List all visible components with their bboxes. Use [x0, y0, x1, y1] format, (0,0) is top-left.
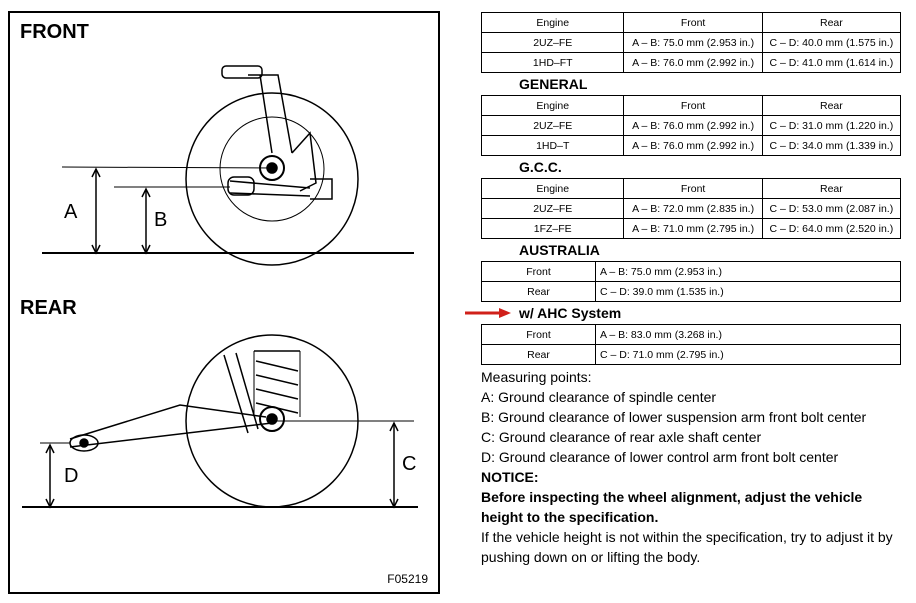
cell-rear: C – D: 34.0 mm (1.339 in.)	[761, 135, 902, 156]
table-header-row: Engine Front Rear	[480, 12, 902, 33]
measuring-point-c: C: Ground clearance of rear axle shaft c…	[481, 429, 762, 445]
general-heading: GENERAL	[519, 76, 588, 92]
cell-engine: 1HD–T	[480, 135, 625, 156]
table-row: Rear C – D: 39.0 mm (1.535 in.)	[481, 281, 901, 302]
suspension-diagram	[22, 65, 418, 509]
gcc-heading: G.C.C.	[519, 159, 562, 175]
cell-rear: C – D: 41.0 mm (1.614 in.)	[761, 52, 902, 73]
header-rear: Rear	[761, 95, 902, 116]
cell-engine: 2UZ–FE	[480, 32, 625, 53]
table-row: 2UZ–FE A – B: 72.0 mm (2.835 in.) C – D:…	[480, 198, 902, 219]
header-engine: Engine	[480, 12, 625, 33]
cell-value: A – B: 75.0 mm (2.953 in.)	[595, 261, 901, 282]
notice-text: If the vehicle height is not within the …	[481, 529, 893, 565]
spec-table-default: Engine Front Rear 2UZ–FE A – B: 75.0 mm …	[480, 12, 902, 73]
australia-heading: AUSTRALIA	[519, 242, 600, 258]
label-d: D	[64, 465, 79, 487]
cell-rear: C – D: 31.0 mm (1.220 in.)	[761, 115, 902, 136]
table-row: 1FZ–FE A – B: 71.0 mm (2.795 in.) C – D:…	[480, 218, 902, 239]
table-row: 2UZ–FE A – B: 76.0 mm (2.992 in.) C – D:…	[480, 115, 902, 136]
cell-engine: 2UZ–FE	[480, 115, 625, 136]
cell-position: Front	[481, 324, 596, 345]
ahc-heading-text: w/ AHC System	[519, 305, 622, 321]
cell-engine: 2UZ–FE	[480, 198, 625, 219]
table-row: Front A – B: 75.0 mm (2.953 in.)	[481, 261, 901, 282]
figure-code: F05219	[387, 572, 428, 586]
front-wheel	[185, 92, 359, 266]
table-header-row: Engine Front Rear	[480, 95, 902, 116]
header-engine: Engine	[480, 95, 625, 116]
measuring-title: Measuring points:	[481, 369, 592, 385]
spec-table-gcc: Engine Front Rear 2UZ–FE A – B: 72.0 mm …	[480, 178, 902, 239]
measuring-point-a: A: Ground clearance of spindle center	[481, 389, 717, 405]
spec-table-ahc: Front A – B: 83.0 mm (3.268 in.) Rear C …	[481, 324, 901, 365]
red-arrow-icon	[465, 308, 511, 318]
cell-value: C – D: 71.0 mm (2.795 in.)	[595, 344, 901, 365]
cell-position: Rear	[481, 281, 596, 302]
cell-rear: C – D: 40.0 mm (1.575 in.)	[761, 32, 902, 53]
label-a: A	[64, 201, 78, 223]
rear-label: REAR	[20, 297, 77, 319]
cell-front: A – B: 72.0 mm (2.835 in.)	[623, 198, 763, 219]
measuring-point-d: D: Ground clearance of lower control arm…	[481, 449, 839, 465]
table-row: 1HD–FT A – B: 76.0 mm (2.992 in.) C – D:…	[480, 52, 902, 73]
cell-position: Rear	[481, 344, 596, 365]
header-rear: Rear	[761, 12, 902, 33]
spec-table-australia: Front A – B: 75.0 mm (2.953 in.) Rear C …	[481, 261, 901, 302]
header-engine: Engine	[480, 178, 625, 199]
ahc-heading: w/ AHC System	[465, 302, 901, 324]
notice-bold-text: Before inspecting the wheel alignment, a…	[481, 489, 863, 525]
cell-engine: 1HD–FT	[480, 52, 625, 73]
notice-title: NOTICE:	[481, 469, 539, 485]
cell-front: A – B: 71.0 mm (2.795 in.)	[623, 218, 763, 239]
cell-front: A – B: 76.0 mm (2.992 in.)	[623, 52, 763, 73]
cell-position: Front	[481, 261, 596, 282]
spec-table-general: Engine Front Rear 2UZ–FE A – B: 76.0 mm …	[480, 95, 902, 156]
figure-panel: FRONT REAR A B C D F05219	[8, 11, 440, 594]
measuring-point-b: B: Ground clearance of lower suspension …	[481, 409, 867, 425]
label-c: C	[402, 453, 417, 475]
table-row: Front A – B: 83.0 mm (3.268 in.)	[481, 324, 901, 345]
cell-value: C – D: 39.0 mm (1.535 in.)	[595, 281, 901, 302]
cell-rear: C – D: 53.0 mm (2.087 in.)	[761, 198, 902, 219]
header-front: Front	[623, 178, 763, 199]
table-row: 1HD–T A – B: 76.0 mm (2.992 in.) C – D: …	[480, 135, 902, 156]
table-row: 2UZ–FE A – B: 75.0 mm (2.953 in.) C – D:…	[480, 32, 902, 53]
cell-value: A – B: 83.0 mm (3.268 in.)	[595, 324, 901, 345]
table-header-row: Engine Front Rear	[480, 178, 902, 199]
table-row: Rear C – D: 71.0 mm (2.795 in.)	[481, 344, 901, 365]
notes-block: Measuring points: A: Ground clearance of…	[481, 367, 901, 567]
cell-engine: 1FZ–FE	[480, 218, 625, 239]
spec-section: Engine Front Rear 2UZ–FE A – B: 75.0 mm …	[465, 12, 902, 567]
header-rear: Rear	[761, 178, 902, 199]
cell-rear: C – D: 64.0 mm (2.520 in.)	[761, 218, 902, 239]
front-label: FRONT	[20, 21, 89, 43]
header-front: Front	[623, 95, 763, 116]
label-b: B	[154, 209, 168, 231]
header-front: Front	[623, 12, 763, 33]
cell-front: A – B: 76.0 mm (2.992 in.)	[623, 115, 763, 136]
cell-front: A – B: 75.0 mm (2.953 in.)	[623, 32, 763, 53]
cell-front: A – B: 76.0 mm (2.992 in.)	[623, 135, 763, 156]
